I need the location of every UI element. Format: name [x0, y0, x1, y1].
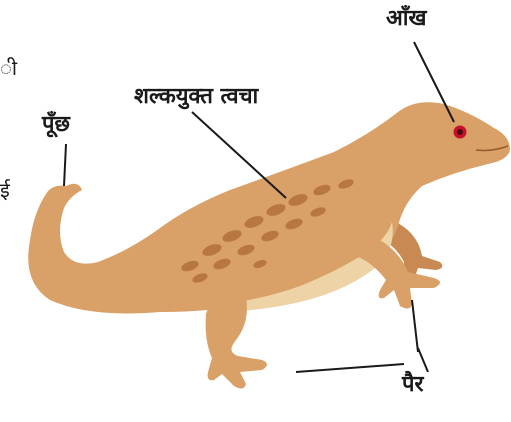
skin-leader-line [192, 112, 286, 198]
legs-leader-line-b [296, 364, 404, 372]
scaly-skin-label: शल्कयुक्त त्वचा [134, 86, 258, 108]
tail-leader-line [64, 144, 66, 186]
tail-label: पूँछ [42, 114, 70, 136]
margin-fragment-top: ी [0, 58, 17, 78]
eye-label: आँख [386, 8, 426, 30]
legs-label: पैर [402, 374, 424, 396]
legs-leader-line-c [418, 348, 428, 372]
eye [454, 126, 467, 139]
margin-fragment-bottom: ई [0, 180, 10, 200]
legs-leader-line-a [412, 300, 418, 352]
